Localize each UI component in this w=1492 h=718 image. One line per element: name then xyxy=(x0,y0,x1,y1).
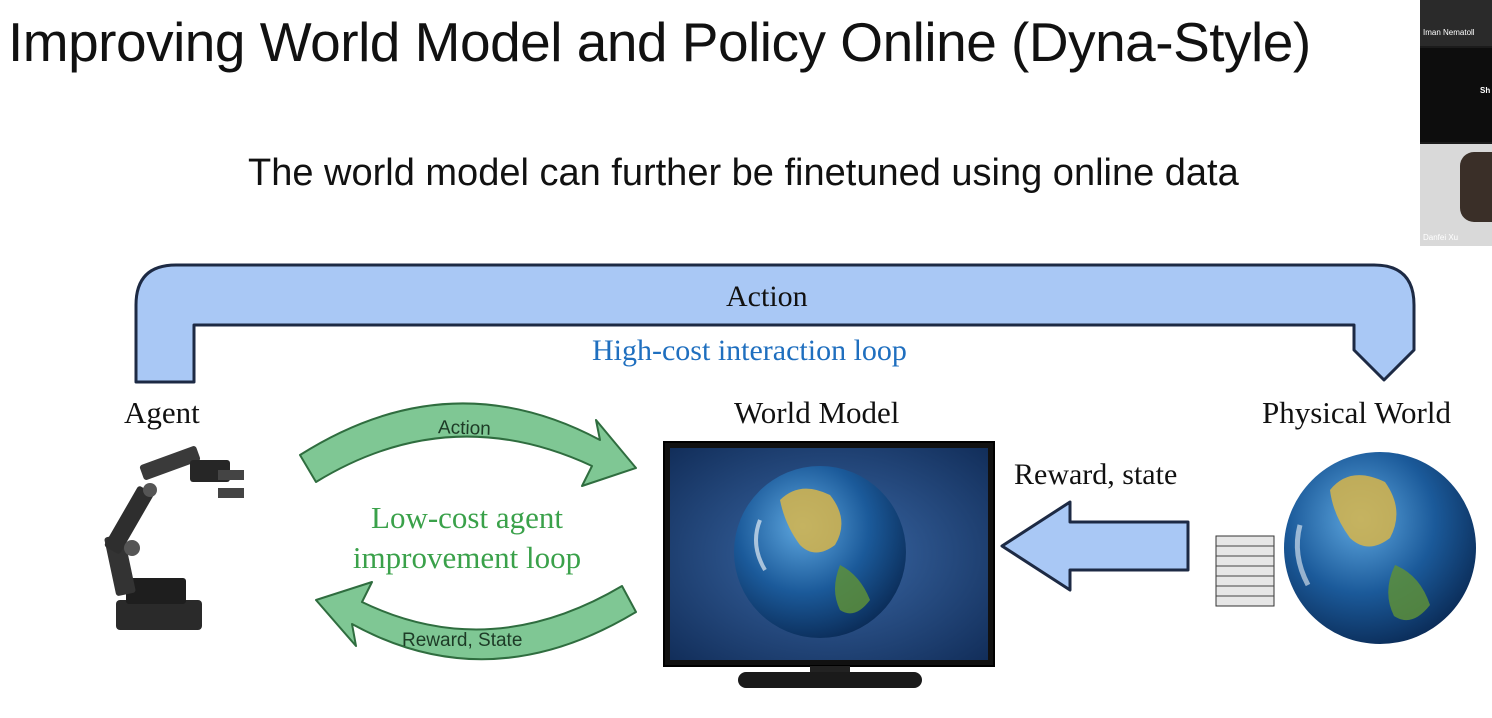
inner-action-label: Action xyxy=(437,417,492,440)
world-model-label: World Model xyxy=(734,395,900,430)
top-loop-action-label: Action xyxy=(726,280,808,313)
slide-subtitle: The world model can further be finetuned… xyxy=(248,152,1239,194)
participant-name-1: Iman Nematoll xyxy=(1423,28,1475,37)
world-model-tv xyxy=(663,441,995,688)
robot-arm-icon xyxy=(104,446,244,630)
low-cost-caption-line2: improvement loop xyxy=(352,540,582,575)
physical-world-label: Physical World xyxy=(1262,395,1451,430)
participant-video-icon xyxy=(1460,152,1492,222)
participant-name-3: Danfei Xu xyxy=(1423,233,1459,242)
video-call-panel: Iman Nematoll Sh Danfei Xu xyxy=(1420,0,1492,246)
inner-action-arrow xyxy=(299,402,637,487)
reward-state-label: Reward, state xyxy=(1014,458,1178,491)
participant-tile-3[interactable]: Danfei Xu xyxy=(1420,144,1492,246)
high-cost-loop-label: High-cost interaction loop xyxy=(592,334,907,367)
agent-label: Agent xyxy=(124,395,200,430)
data-stack-icon xyxy=(1215,535,1275,607)
low-cost-caption-line1: Low-cost agent xyxy=(371,500,563,535)
inner-reward-label: Reward, State xyxy=(402,630,523,651)
slide-title: Improving World Model and Policy Online … xyxy=(8,11,1311,73)
low-cost-loop-caption: Low-cost agent improvement loop xyxy=(332,498,602,578)
reward-state-arrow xyxy=(1000,500,1190,592)
participant-tile-1[interactable]: Iman Nematoll xyxy=(1420,0,1492,46)
high-cost-loop-arrow xyxy=(134,263,1416,384)
inner-reward-arrow xyxy=(315,581,637,661)
physical-world-globe xyxy=(1284,452,1476,644)
participant-tile-2[interactable]: Sh xyxy=(1420,48,1492,142)
participant-name-2: Sh xyxy=(1480,86,1491,95)
